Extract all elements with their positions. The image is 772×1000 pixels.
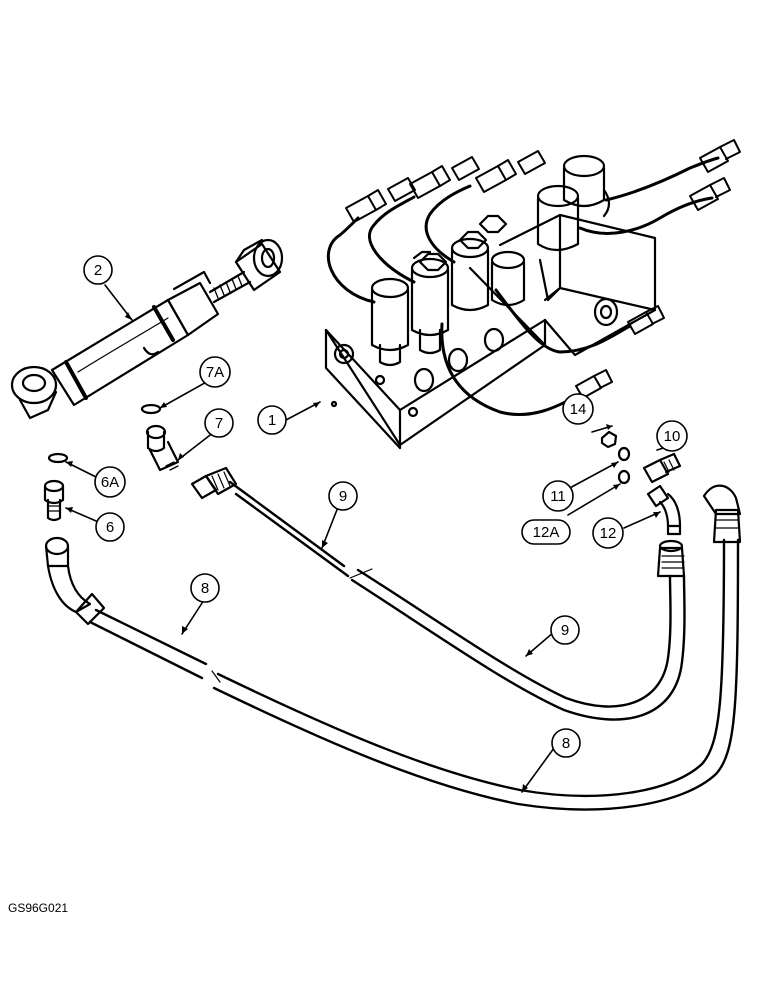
o-ring-6A bbox=[47, 452, 69, 464]
o-ring-12A bbox=[617, 469, 631, 485]
callout-6: 6 bbox=[95, 512, 125, 542]
figure-id: GS96G021 bbox=[8, 901, 68, 915]
callout-11: 11 bbox=[542, 480, 574, 512]
fitting-7 bbox=[145, 424, 180, 472]
callout-6A: 6A bbox=[94, 466, 126, 498]
callout-11-label: 11 bbox=[550, 488, 566, 505]
fitting-6 bbox=[43, 479, 65, 522]
valve-block bbox=[324, 154, 657, 450]
fitting-12 bbox=[646, 484, 682, 536]
electrical-connectors bbox=[345, 139, 741, 399]
callout-6-label: 6 bbox=[106, 519, 114, 536]
callout-8-lower-label: 8 bbox=[562, 735, 570, 752]
callout-12-label: 12 bbox=[600, 525, 617, 542]
callout-9-upper-label: 9 bbox=[339, 488, 347, 505]
callout-10: 10 bbox=[656, 420, 688, 452]
o-ring-7A bbox=[140, 403, 162, 415]
plug-14 bbox=[600, 430, 618, 449]
o-ring-11 bbox=[617, 446, 631, 462]
fitting-10 bbox=[642, 452, 682, 484]
leader-lines bbox=[65, 284, 671, 793]
hydraulic-cylinder bbox=[10, 238, 284, 420]
callout-14-label: 14 bbox=[570, 401, 587, 418]
callout-9-lower-label: 9 bbox=[561, 622, 569, 639]
callout-8-upper: 8 bbox=[190, 573, 220, 603]
callout-7A: 7A bbox=[199, 356, 231, 388]
callout-7-label: 7 bbox=[215, 415, 223, 432]
callout-14: 14 bbox=[562, 393, 594, 425]
callout-1-label: 1 bbox=[268, 412, 276, 429]
hose-8 bbox=[44, 484, 742, 811]
callout-8-upper-label: 8 bbox=[201, 580, 209, 597]
hose-9 bbox=[190, 466, 686, 721]
callout-9-upper: 9 bbox=[328, 481, 358, 511]
wiring-harness bbox=[327, 156, 720, 417]
callout-7: 7 bbox=[204, 408, 234, 438]
callout-1: 1 bbox=[257, 405, 287, 435]
callout-6A-label: 6A bbox=[101, 474, 119, 491]
callout-2: 2 bbox=[83, 255, 113, 285]
callout-9-lower: 9 bbox=[550, 615, 580, 645]
callout-12A: 12A bbox=[521, 519, 571, 545]
callout-12A-label: 12A bbox=[533, 524, 560, 541]
callout-8-lower: 8 bbox=[551, 728, 581, 758]
callout-7A-label: 7A bbox=[206, 364, 224, 381]
callout-12: 12 bbox=[592, 517, 624, 549]
callout-10-label: 10 bbox=[664, 428, 681, 445]
callout-2-label: 2 bbox=[94, 262, 102, 279]
